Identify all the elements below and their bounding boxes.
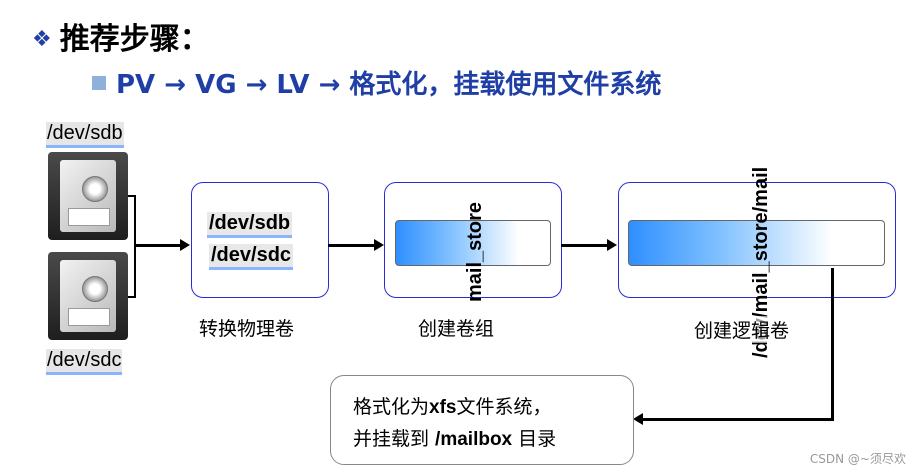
vg-caption: 创建卷组 <box>418 318 495 340</box>
subtitle-text: PV → VG → LV → 格式化，挂载使用文件系统 <box>116 70 662 100</box>
note-line2: 并挂载到 /mailbox 目录 <box>353 428 557 450</box>
pv-sdc: /dev/sdc <box>209 244 294 270</box>
hard-disk-icon <box>48 252 128 340</box>
arrow-line <box>831 268 834 420</box>
pv-caption: 转换物理卷 <box>199 318 295 340</box>
arrow-line <box>134 244 180 247</box>
connector-line <box>128 296 136 298</box>
watermark: CSDN @~须尽欢 <box>809 452 906 466</box>
arrow-line <box>328 244 374 247</box>
format-note-box: 格式化为xfs文件系统， 并挂载到 /mailbox 目录 <box>330 375 634 465</box>
disk-label-sdb: /dev/sdb <box>46 122 124 148</box>
arrow-line <box>642 418 834 421</box>
arrowhead-icon <box>633 413 643 425</box>
note-line1: 格式化为xfs文件系统， <box>353 396 552 418</box>
vg-bar <box>395 220 551 266</box>
arrowhead-icon <box>374 239 384 251</box>
pv-sdb: /dev/sdb <box>207 212 293 238</box>
arrowhead-icon <box>180 239 190 251</box>
lv-caption: 创建逻辑卷 <box>694 316 790 343</box>
lv-bar <box>628 220 885 266</box>
arrow-line <box>561 244 607 247</box>
title-text: 推荐步骤： <box>59 22 210 57</box>
page-title: ❖ 推荐步骤： <box>32 14 210 58</box>
diamond-bullet-icon: ❖ <box>32 27 52 52</box>
arrowhead-icon <box>607 239 617 251</box>
subtitle: PV → VG → LV → 格式化，挂载使用文件系统 <box>92 64 661 101</box>
pv-box <box>191 182 329 298</box>
vg-vertical-label: mail_store <box>464 201 486 302</box>
hard-disk-icon <box>48 152 128 240</box>
square-bullet-icon <box>92 76 106 90</box>
connector-line <box>128 195 136 197</box>
disk-label-sdc: /dev/sdc <box>46 349 123 375</box>
